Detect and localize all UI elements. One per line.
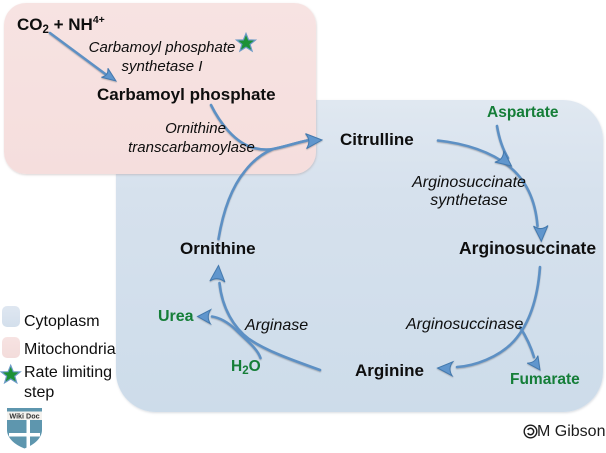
svg-text:Wiki Doc: Wiki Doc [9,412,39,421]
